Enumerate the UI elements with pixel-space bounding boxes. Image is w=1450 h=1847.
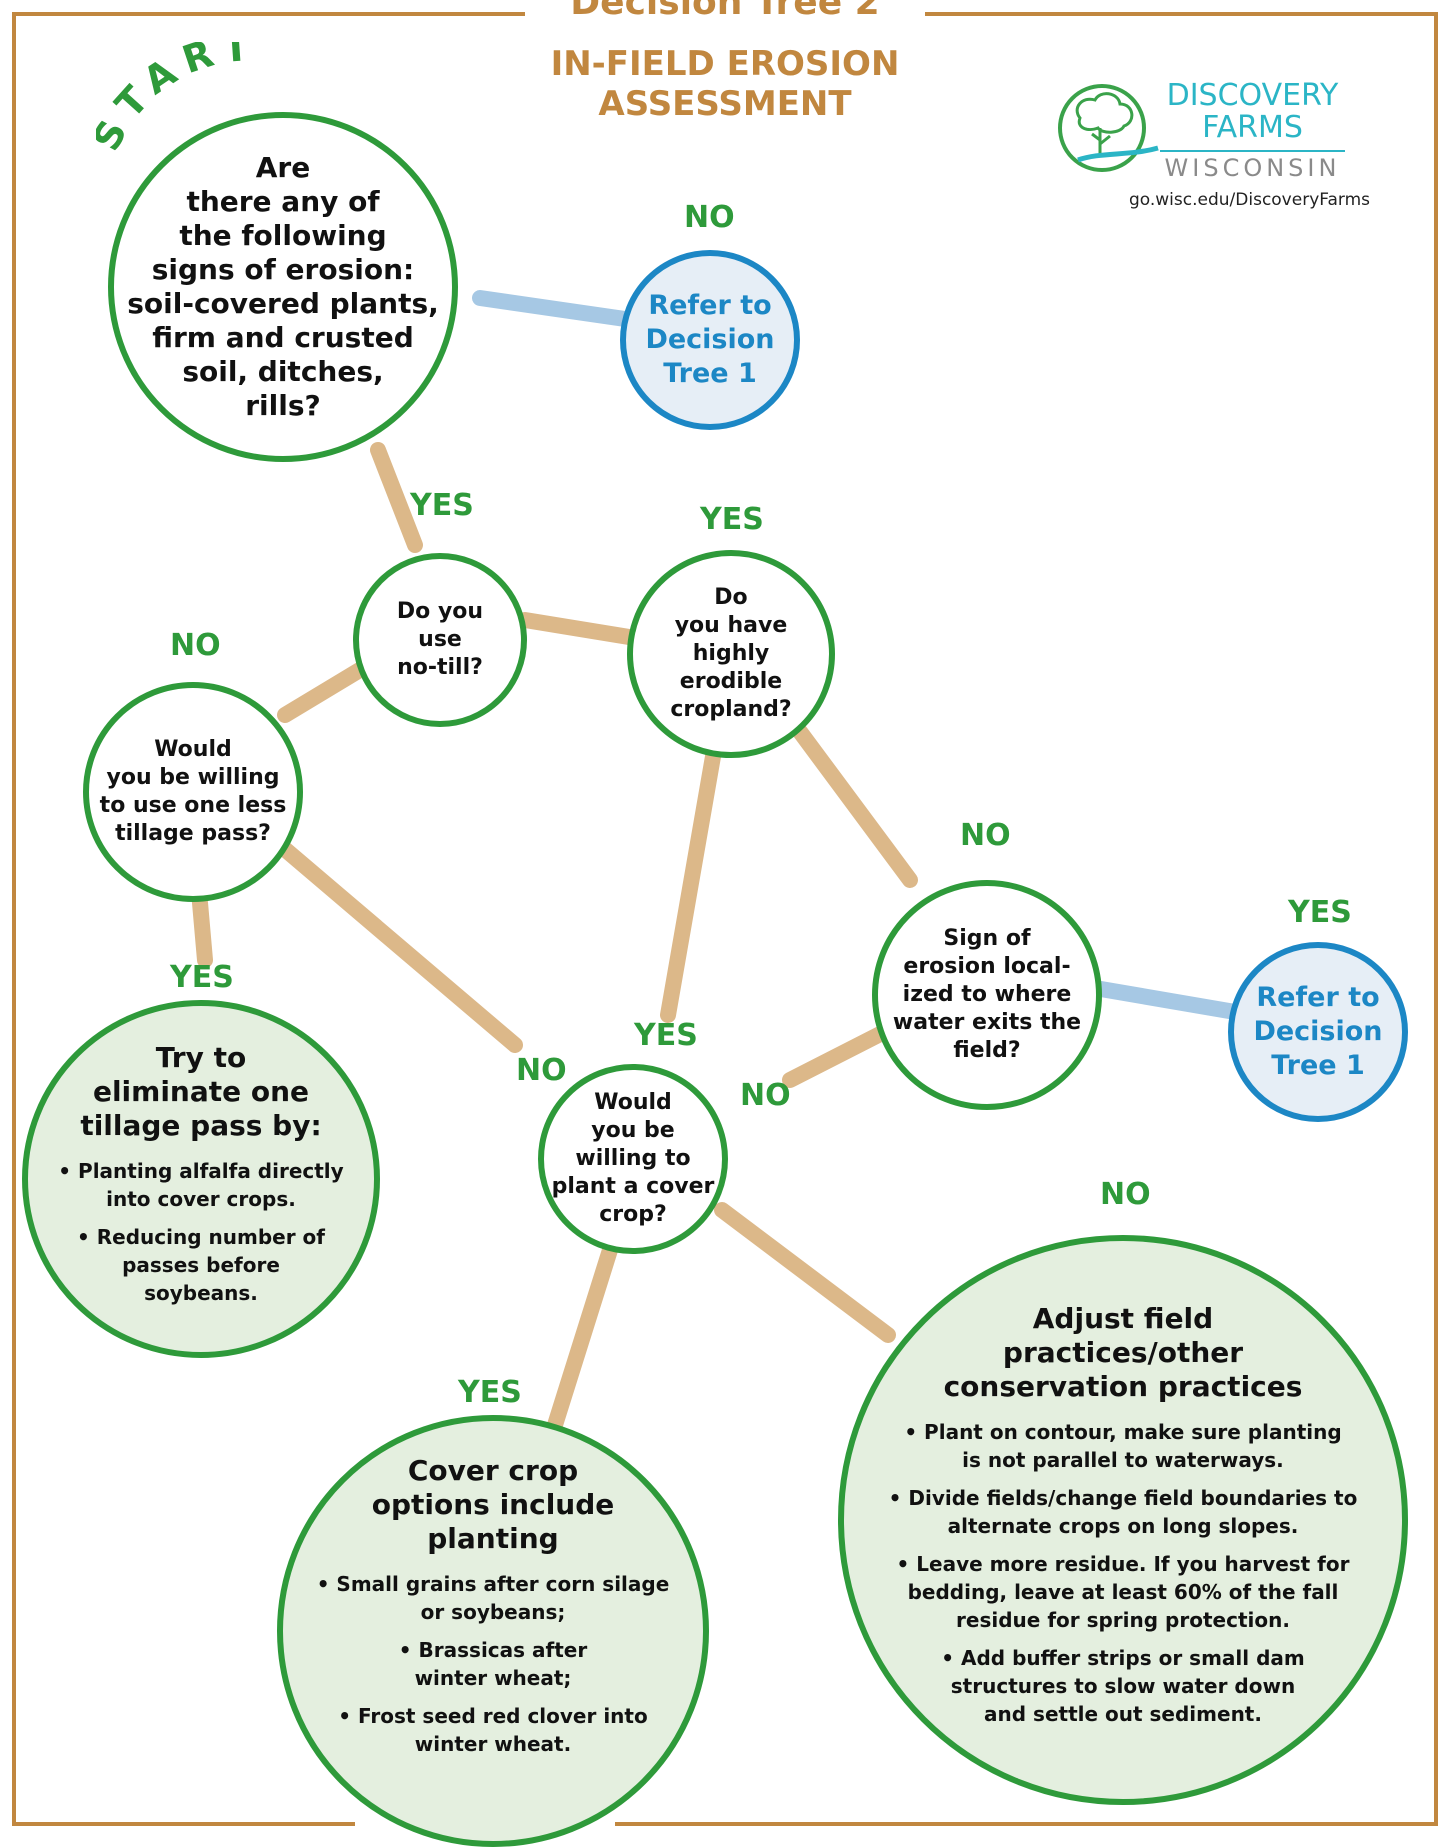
label-no-localized: NO	[960, 818, 1011, 853]
box-cover-crop-bullet: • Frost seed red clover into winter whea…	[338, 1704, 648, 1756]
diagram-subtitle: IN-FIELD EROSION ASSESSMENT	[550, 44, 900, 124]
diagram-title: Decision Tree 2	[570, 0, 880, 23]
question-erosion-text: Are there any of the following signs of …	[127, 151, 439, 422]
question-erosion-localized: Sign of erosion local- ized to where wat…	[872, 880, 1102, 1110]
label-no-tillage: NO	[170, 628, 221, 663]
box-eliminate-tillage-bullet: • Planting alfalfa directly into cover c…	[58, 1159, 344, 1211]
box-cover-crop-options: Cover crop options include planting • Sm…	[277, 1415, 709, 1847]
refer-decision-tree-1-right: Refer to Decision Tree 1	[1228, 942, 1408, 1122]
label-yes-coverbox: YES	[458, 1375, 522, 1410]
title-gap	[525, 0, 925, 24]
label-yes-refer2: YES	[1288, 895, 1352, 930]
label-no-cover-from-tillage: NO	[516, 1053, 567, 1088]
logo-line-discovery: DISCOVERY	[1166, 78, 1339, 113]
question-tillage-pass: Would you be willing to use one less til…	[83, 682, 303, 902]
question-no-till: Do you use no-till?	[353, 553, 527, 727]
label-yes-trytill: YES	[170, 960, 234, 995]
connector-cover-coverbox	[547, 1242, 618, 1433]
logo-line-farms: FARMS	[1202, 110, 1303, 145]
tree-logo-icon	[1058, 84, 1159, 172]
question-tillage-text: Would you be willing to use one less til…	[99, 737, 287, 846]
box-eliminate-tillage-heading: Try to eliminate one tillage pass by:	[80, 1041, 322, 1142]
refer-text-right: Refer to Decision Tree 1	[1253, 982, 1383, 1081]
logo-line-wisconsin: WISCONSIN	[1160, 150, 1345, 182]
question-erodible-text: Do you have highly erodible cropland?	[670, 585, 792, 722]
box-cover-crop-bullet: • Small grains after corn silage or soyb…	[316, 1572, 670, 1624]
question-cover-text: Would you be willing to plant a cover cr…	[551, 1090, 715, 1227]
logo-url: go.wisc.edu/DiscoveryFarms	[1128, 190, 1370, 210]
question-erodible-cropland: Do you have highly erodible cropland?	[627, 550, 835, 758]
label-no-adjust: NO	[1100, 1177, 1151, 1212]
label-yes-erodible: YES	[700, 502, 764, 537]
box-adjust-bullet: • Plant on contour, make sure planting i…	[904, 1420, 1342, 1472]
label-no-refer1: NO	[684, 200, 735, 235]
connector-erodible-localized	[787, 717, 918, 888]
refer-decision-tree-1-top: Refer to Decision Tree 1	[620, 250, 800, 430]
connector-tillage-cover	[272, 837, 523, 1053]
connector-localized-cover	[782, 1022, 896, 1088]
box-cover-crop-bullet: • Brassicas after winter wheat;	[398, 1638, 588, 1690]
connector-erosion-refer1	[472, 290, 640, 328]
connector-cover-adjust	[714, 1202, 896, 1343]
box-adjust-bullet: • Add buffer strips or small dam structu…	[941, 1646, 1305, 1726]
box-adjust-heading: Adjust field practices/other conservatio…	[943, 1302, 1303, 1403]
box-adjust-bullet: • Divide fields/change field boundaries …	[888, 1486, 1358, 1538]
label-no-cover-from-localized: NO	[740, 1078, 791, 1113]
box-eliminate-tillage: Try to eliminate one tillage pass by: • …	[22, 1000, 380, 1358]
connector-notill-tillage	[277, 657, 376, 723]
box-adjust-bullet: • Leave more residue. If you harvest for…	[896, 1552, 1350, 1632]
connector-erosion-notill	[370, 442, 423, 553]
discovery-farms-logo: DISCOVERY FARMS WISCONSIN go.wisc.edu/Di…	[1050, 78, 1370, 210]
box-adjust-practices: Adjust field practices/other conservatio…	[838, 1235, 1408, 1805]
connector-notill-erodible	[517, 612, 643, 646]
question-erosion-signs: Are there any of the following signs of …	[108, 112, 458, 462]
refer-text-top: Refer to Decision Tree 1	[645, 290, 775, 389]
connector-erodible-cover	[660, 737, 723, 1023]
question-localized-text: Sign of erosion local- ized to where wat…	[892, 926, 1082, 1063]
box-eliminate-tillage-bullet: • Reducing number of passes before soybe…	[77, 1225, 325, 1305]
connector-localized-refer2	[1087, 980, 1243, 1020]
question-cover-crop: Would you be willing to plant a cover cr…	[538, 1064, 728, 1254]
question-no-till-text: Do you use no-till?	[396, 599, 484, 680]
label-yes-cover-from-erodible: YES	[634, 1018, 698, 1053]
label-yes-notill: YES	[410, 488, 474, 523]
box-cover-crop-heading: Cover crop options include planting	[371, 1454, 615, 1555]
